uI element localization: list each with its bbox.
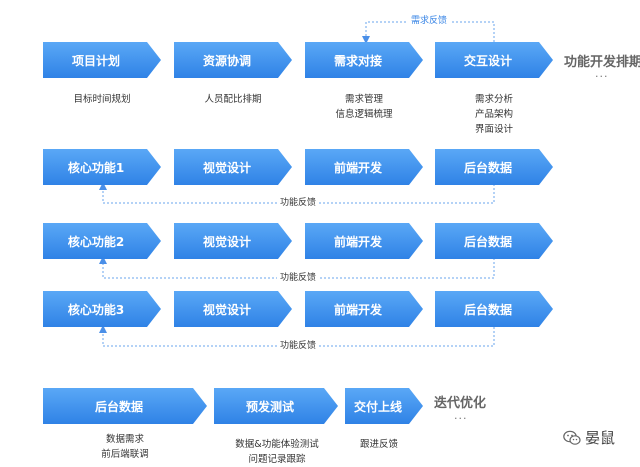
side-note-schedule: 功能开发排期 bbox=[564, 55, 640, 70]
function-feedback-label-3: 功能反馈 bbox=[277, 340, 320, 352]
step-interaction-design: 交互设计 bbox=[435, 42, 553, 78]
step-backend-data-1: 后台数据 bbox=[435, 149, 553, 185]
step-project-plan: 项目计划 bbox=[43, 42, 161, 78]
step-frontend-dev-2: 前端开发 bbox=[305, 223, 423, 259]
step-backend-data-2: 后台数据 bbox=[435, 223, 553, 259]
step-resource-coordination: 资源协调 bbox=[174, 42, 292, 78]
step-visual-design-1: 视觉设计 bbox=[174, 149, 292, 185]
step-frontend-dev-1: 前端开发 bbox=[305, 149, 423, 185]
step-visual-design-3: 视觉设计 bbox=[174, 291, 292, 327]
step-core-function-3: 核心功能3 bbox=[43, 291, 161, 327]
step-core-function-1: 核心功能1 bbox=[43, 149, 161, 185]
wechat-icon bbox=[563, 430, 581, 445]
note-resource-coordination: 人员配比排期 bbox=[204, 94, 262, 105]
function-feedback-label-2: 功能反馈 bbox=[277, 272, 320, 284]
brand-name: 晏鼠 bbox=[585, 429, 616, 447]
step-requirement-alignment: 需求对接 bbox=[305, 42, 423, 78]
step-visual-design-2: 视觉设计 bbox=[174, 223, 292, 259]
note-final-backend-data: 数据需求 前后端联调 bbox=[101, 434, 149, 460]
step-core-function-2: 核心功能2 bbox=[43, 223, 161, 259]
feedback-line-1 bbox=[99, 182, 495, 204]
side-note-dots: ··· bbox=[595, 70, 609, 83]
step-pre-release-test: 预发测试 bbox=[214, 388, 338, 424]
note-requirement-alignment: 需求管理 信息逻辑梳理 bbox=[335, 94, 393, 120]
iteration-dots: ··· bbox=[454, 412, 468, 425]
feedback-line-3 bbox=[99, 325, 495, 347]
brand-watermark: 晏鼠 bbox=[563, 427, 615, 448]
step-backend-data-3: 后台数据 bbox=[435, 291, 553, 327]
note-interaction-design: 需求分析 产品架构 界面设计 bbox=[474, 94, 513, 135]
step-go-live: 交付上线 bbox=[345, 388, 423, 424]
note-pre-release-test: 数据&功能体验测试 问题记录跟踪 bbox=[235, 439, 319, 465]
iteration-note: 迭代优化 bbox=[434, 396, 487, 411]
step-final-backend-data: 后台数据 bbox=[43, 388, 207, 424]
note-project-plan: 目标时间规划 bbox=[73, 94, 131, 105]
feedback-line-2 bbox=[99, 256, 495, 279]
function-feedback-label-1: 功能反馈 bbox=[277, 197, 320, 209]
step-frontend-dev-3: 前端开发 bbox=[305, 291, 423, 327]
note-go-live: 跟进反馈 bbox=[359, 439, 398, 450]
top-feedback-label: 需求反馈 bbox=[408, 15, 451, 27]
